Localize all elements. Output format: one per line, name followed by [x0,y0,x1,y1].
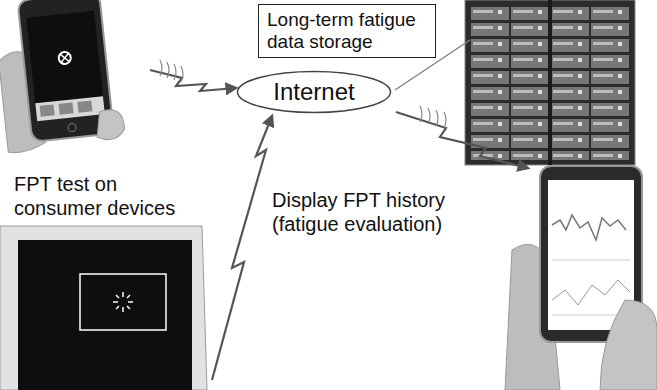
signal-waves [436,110,438,126]
smartphone-test [26,11,104,122]
node-text: Internet [273,78,354,106]
laptop-test [122,292,124,297]
smartphone-test [40,104,55,116]
server-rack [548,0,552,165]
laptop-test [128,301,133,303]
server-rack [465,0,635,165]
laptop-test [113,301,118,303]
signal-waves [167,62,169,78]
signal-waves [444,112,446,128]
network-ellipse: Internet [236,70,392,114]
smartphone-test [68,123,77,132]
wireless-arrow [396,112,528,168]
smartphone-display [552,260,630,315]
wireless-arrow [212,116,272,380]
laptop-test [0,226,207,390]
smartphone-test [60,54,69,63]
smartphone-test [0,0,126,154]
smartphone-display [505,166,657,390]
caption-label: FPT test on consumer devices [14,172,192,220]
laptop-test [18,240,192,390]
node-text: Long-term fatigue data storage [267,9,427,53]
wireless-arrow [150,70,236,91]
laptop-test [0,226,207,390]
wireless-arrow [150,70,528,380]
smartphone-test [58,51,71,64]
smartphone-test [35,96,105,121]
signal-waves [420,106,422,122]
signal-waves [160,60,162,76]
smartphone-test [59,102,74,114]
ellipse-outline [238,72,391,113]
caption-label: Display FPT history (fatigue evaluation) [272,188,504,236]
smartphone-test [94,108,125,141]
laptop-test [122,307,124,312]
laptop-test [113,292,133,312]
signal-waves [174,64,176,80]
laptop-test [127,306,130,309]
laptop-test [116,295,119,298]
smartphone-display [552,215,626,240]
smartphone-display [600,300,657,390]
laptop-test [80,274,166,330]
smartphone-test [77,100,92,112]
laptop-test [127,295,130,298]
storage-box: Long-term fatigue data storage [258,4,436,58]
laptop-test [116,306,119,309]
server-rack [465,0,635,165]
signal-waves [160,60,446,128]
signal-waves [181,66,183,82]
signal-waves [428,108,430,124]
smartphone-display [552,280,630,305]
